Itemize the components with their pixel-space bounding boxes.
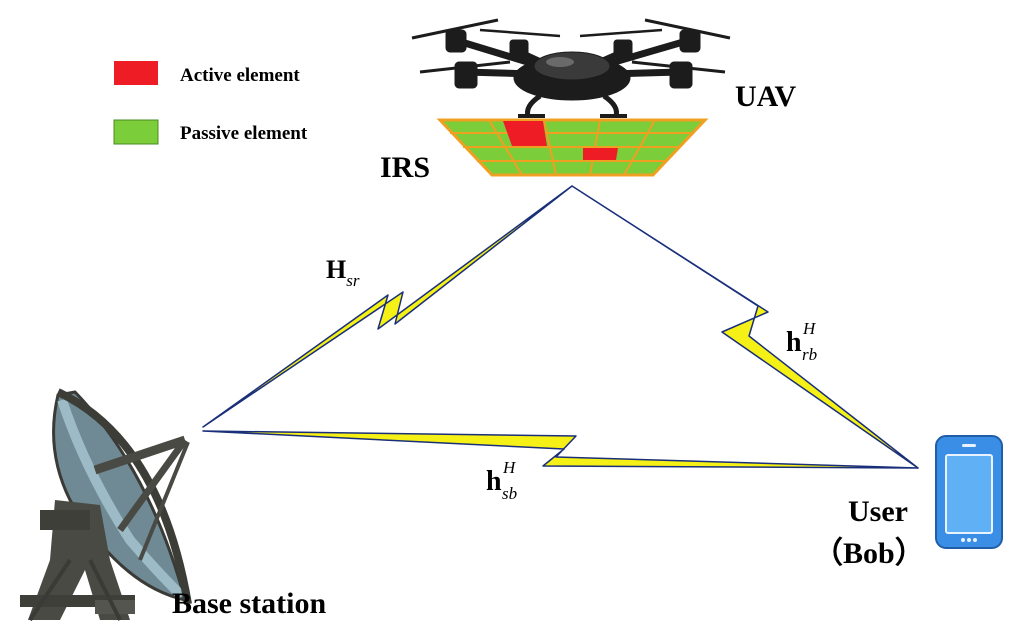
uav-label: UAV [735,80,796,113]
base-station-dish-icon [20,388,192,622]
svg-text:rb: rb [802,345,817,364]
irs-label: IRS [380,151,430,184]
svg-text:sb: sb [502,484,517,503]
irs-active-element [583,148,618,160]
svg-text:h: h [486,466,502,497]
uav-drone-icon [411,18,731,118]
irs-active-element [503,121,547,146]
legend: Active element Passive element [113,61,308,145]
svg-text:h: h [786,327,802,358]
beam-base-to-irs [202,185,573,428]
svg-text:H: H [802,319,817,338]
legend-passive-label: Passive element [180,123,308,144]
bob-label: （Bob） [813,536,925,570]
beam-irs-to-user [571,185,919,469]
legend-active-label: Active element [180,65,300,86]
legend-passive-swatch [113,119,159,145]
user-phone-icon [935,435,1003,549]
channel-label-rb: h H rb [786,319,817,364]
channel-label-sb: h H sb [486,458,517,503]
channel-label-sr: Hsr [326,255,360,290]
beam-base-to-user [202,430,919,469]
irs-panel [436,118,709,177]
svg-text:H: H [502,458,517,477]
legend-active-swatch [114,61,158,85]
user-label: User [848,495,908,528]
base-station-label: Base station [172,587,326,620]
